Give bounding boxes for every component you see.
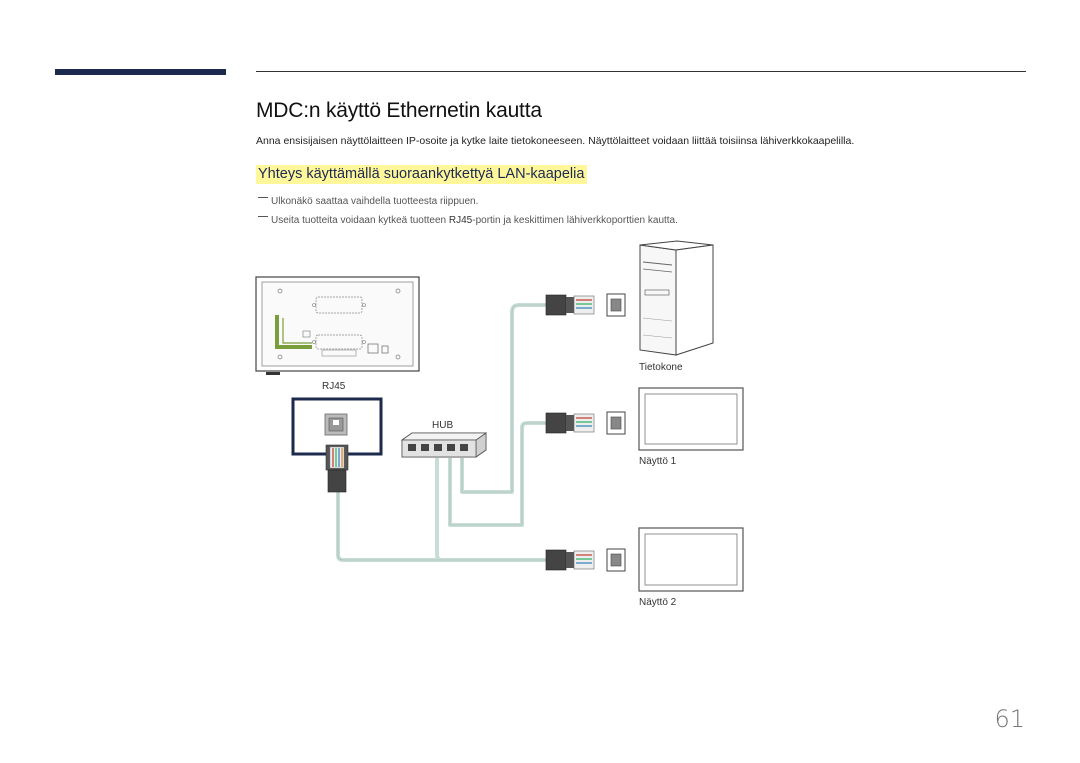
- display-rear-panel: [255, 276, 420, 375]
- section-heading: Yhteys käyttämällä suoraankytkettyä LAN-…: [256, 165, 588, 184]
- note-dash: [258, 197, 268, 198]
- hub-label: HUB: [432, 420, 454, 431]
- page-title: MDC:n käyttö Ethernetin kautta: [256, 99, 542, 122]
- cable-hub-to-display2: [435, 458, 443, 562]
- rj45-zoom-callout: [291, 397, 383, 493]
- note-appearance: Ulkonäkö saattaa vaihdella tuotteesta ri…: [258, 196, 478, 207]
- rj45-label: RJ45: [322, 381, 346, 392]
- network-hub: [400, 432, 488, 458]
- display1-label: Näyttö 1: [639, 456, 677, 467]
- page-number: 61: [994, 705, 1025, 733]
- section-marker-bar: [55, 69, 226, 75]
- note-port-name: RJ45: [448, 215, 473, 226]
- plug-port-display2: [545, 548, 626, 572]
- note-text: Ulkonäkö saattaa vaihdella tuotteesta ri…: [271, 196, 479, 207]
- display2-icon: [638, 527, 744, 592]
- cable-hub-to-computer: [460, 303, 546, 494]
- plug-port-computer: [545, 293, 626, 317]
- note-dash: [258, 216, 268, 217]
- rj45-port-highlight: [275, 315, 312, 349]
- display1-icon: [638, 387, 744, 451]
- computer-label: Tietokone: [639, 362, 683, 373]
- note-connection: Useita tuotteita voidaan kytkeä tuotteen…: [258, 215, 678, 226]
- computer-tower-icon: [639, 240, 714, 356]
- header-rule: [256, 71, 1026, 72]
- intro-text: Anna ensisijaisen näyttölaitteen IP-osoi…: [256, 135, 855, 147]
- note-text-start: Useita tuotteita voidaan kytkeä tuotteen: [271, 215, 449, 226]
- note-text-end: -portin ja keskittimen lähiverkkoporttie…: [472, 215, 678, 226]
- plug-port-display1: [545, 411, 626, 435]
- display2-label: Näyttö 2: [639, 597, 677, 608]
